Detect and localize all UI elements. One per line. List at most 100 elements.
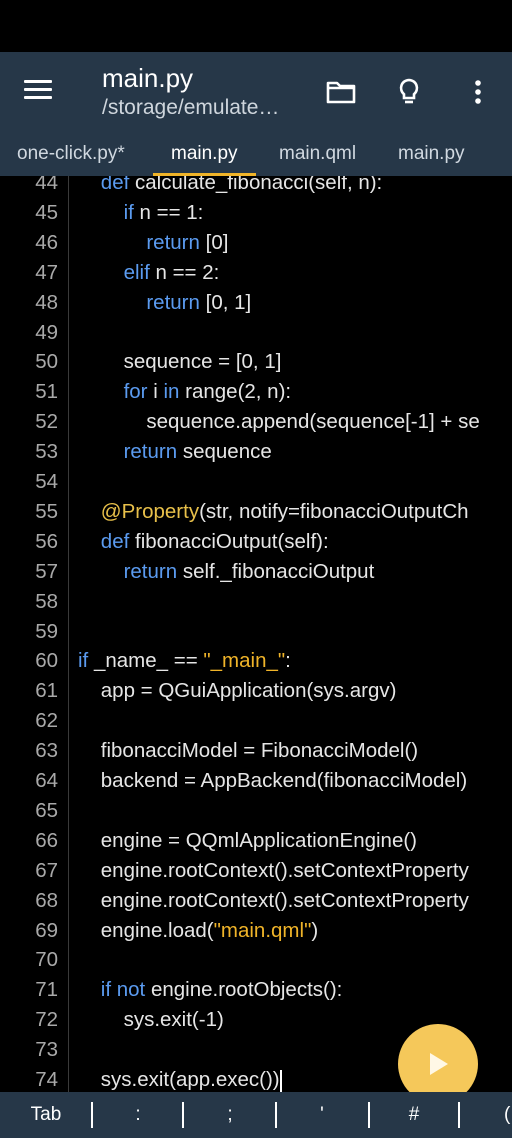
code-line[interactable]: 70 xyxy=(0,945,512,975)
code-line[interactable]: 69 engine.load("main.qml") xyxy=(0,916,512,946)
key-hash[interactable]: # xyxy=(408,1104,420,1125)
code-line[interactable]: 49 xyxy=(0,318,512,348)
menu-icon xyxy=(22,80,58,99)
open-folder-button[interactable] xyxy=(323,74,359,110)
code-line[interactable]: 47 elif n == 2: xyxy=(0,258,512,288)
code-line[interactable]: 67 engine.rootContext().setContextProper… xyxy=(0,856,512,886)
key-quote[interactable]: ' xyxy=(320,1104,324,1125)
key-divider xyxy=(368,1102,370,1128)
line-number: 60 xyxy=(35,649,58,673)
code-text: return sequence xyxy=(123,440,272,464)
line-number: 71 xyxy=(35,978,58,1002)
line-number: 55 xyxy=(35,499,58,523)
code-text: @Property(str, notify=fibonacciOutputCh xyxy=(100,499,469,523)
code-text: engine.rootContext().setContextProperty xyxy=(78,858,469,882)
line-number: 57 xyxy=(35,559,58,583)
line-number: 59 xyxy=(35,619,58,643)
run-button[interactable] xyxy=(398,1024,478,1104)
line-number: 74 xyxy=(35,1068,58,1091)
line-number: 61 xyxy=(35,679,58,703)
code-text: return [0] xyxy=(146,230,229,254)
line-number: 46 xyxy=(35,230,58,254)
extra-keys-bar: Tab : ; ' # ( xyxy=(0,1092,512,1138)
key-paren[interactable]: ( xyxy=(504,1104,511,1125)
code-line[interactable]: 55 @Property(str, notify=fibonacciOutput… xyxy=(0,497,512,527)
code-line[interactable]: 74 sys.exit(app.exec()) xyxy=(0,1065,512,1092)
code-text: backend = AppBackend(fibonacciModel) xyxy=(78,769,468,792)
tips-button[interactable] xyxy=(391,74,427,110)
code-text: elif n == 2: xyxy=(123,260,220,284)
code-text: app = QGuiApplication(sys.argv) xyxy=(78,679,397,703)
line-number: 58 xyxy=(35,589,58,613)
status-bar xyxy=(0,0,512,52)
code-text: engine = QQmlApplicationEngine() xyxy=(78,828,418,852)
code-text: return [0, 1] xyxy=(146,290,252,314)
code-line[interactable]: 71 if not engine.rootObjects(): xyxy=(0,975,512,1005)
line-number: 70 xyxy=(35,948,58,972)
code-text: for i in range(2, n): xyxy=(123,380,292,404)
code-line[interactable]: 50 sequence = [0, 1] xyxy=(0,347,512,377)
tab-main-qml[interactable]: main.qml xyxy=(279,143,357,164)
tab-main-py[interactable]: main.py xyxy=(398,143,465,164)
code-line[interactable]: 73 xyxy=(0,1035,512,1065)
code-editor[interactable]: 44 def calculate_fibonacci(self, n):45 i… xyxy=(0,176,512,1092)
code-line[interactable]: 48 return [0, 1] xyxy=(0,288,512,318)
line-number: 47 xyxy=(35,260,58,284)
code-line[interactable]: 58 xyxy=(0,587,512,617)
line-number: 66 xyxy=(35,828,58,852)
code-line[interactable]: 68 engine.rootContext().setContextProper… xyxy=(0,886,512,916)
code-line[interactable]: 54 xyxy=(0,467,512,497)
code-line[interactable]: 62 xyxy=(0,706,512,736)
code-line[interactable]: 59 xyxy=(0,617,512,647)
line-number: 65 xyxy=(35,798,58,822)
code-line[interactable]: 64 backend = AppBackend(fibonacciModel) xyxy=(0,766,512,796)
line-number: 64 xyxy=(35,769,58,792)
key-divider xyxy=(458,1102,460,1128)
code-line[interactable]: 51 for i in range(2, n): xyxy=(0,377,512,407)
line-number: 67 xyxy=(35,858,58,882)
menu-button[interactable] xyxy=(22,76,58,108)
app-bar: main.py /storage/emulate… xyxy=(0,52,512,132)
key-semicolon[interactable]: ; xyxy=(227,1104,233,1125)
folder-icon xyxy=(326,81,356,104)
line-number: 51 xyxy=(35,380,58,404)
line-number: 72 xyxy=(35,1008,58,1032)
code-line[interactable]: 45 if n == 1: xyxy=(0,198,512,228)
code-line[interactable]: 52 sequence.append(sequence[-1] + se xyxy=(0,407,512,437)
tab-one-click-py[interactable]: one-click.py* xyxy=(17,143,125,164)
line-number: 45 xyxy=(35,200,58,224)
code-line[interactable]: 63 fibonacciModel = FibonacciModel() xyxy=(0,736,512,766)
code-line[interactable]: 44 def calculate_fibonacci(self, n): xyxy=(0,176,512,198)
code-text: sequence = [0, 1] xyxy=(78,350,282,374)
code-line[interactable]: 61 app = QGuiApplication(sys.argv) xyxy=(0,676,512,706)
key-colon[interactable]: : xyxy=(135,1104,141,1125)
code-line[interactable]: 72 sys.exit(-1) xyxy=(0,1005,512,1035)
line-number: 50 xyxy=(35,350,58,374)
code-text: return self._fibonacciOutput xyxy=(123,559,375,583)
title-block: main.py /storage/emulate… xyxy=(102,62,312,122)
tab-main-py-active[interactable]: main.py xyxy=(153,132,255,176)
code-line[interactable]: 53 return sequence xyxy=(0,437,512,467)
file-tabs: one-click.py* main.py main.qml main.py xyxy=(0,132,512,176)
text-cursor xyxy=(279,1069,282,1092)
code-line[interactable]: 56 def fibonacciOutput(self): xyxy=(0,527,512,557)
code-text: sys.exit(-1) xyxy=(78,1008,224,1032)
code-text: sys.exit(app.exec()) xyxy=(78,1068,282,1092)
code-line[interactable]: 65 xyxy=(0,796,512,826)
more-vert-icon xyxy=(475,80,481,104)
more-options-button[interactable] xyxy=(460,74,496,110)
code-line[interactable]: 57 return self._fibonacciOutput xyxy=(0,557,512,587)
code-text: if not engine.rootObjects(): xyxy=(100,978,343,1002)
line-number: 68 xyxy=(35,888,58,912)
code-text: fibonacciModel = FibonacciModel() xyxy=(78,739,419,763)
file-title: main.py xyxy=(102,63,194,93)
line-number: 56 xyxy=(35,529,58,553)
code-line[interactable]: 46 return [0] xyxy=(0,228,512,258)
key-tab[interactable]: Tab xyxy=(30,1104,62,1125)
key-divider xyxy=(91,1102,93,1128)
code-line[interactable]: 66 engine = QQmlApplicationEngine() xyxy=(0,826,512,856)
line-number: 49 xyxy=(35,320,58,344)
line-number: 69 xyxy=(35,918,58,942)
key-divider xyxy=(275,1102,277,1128)
